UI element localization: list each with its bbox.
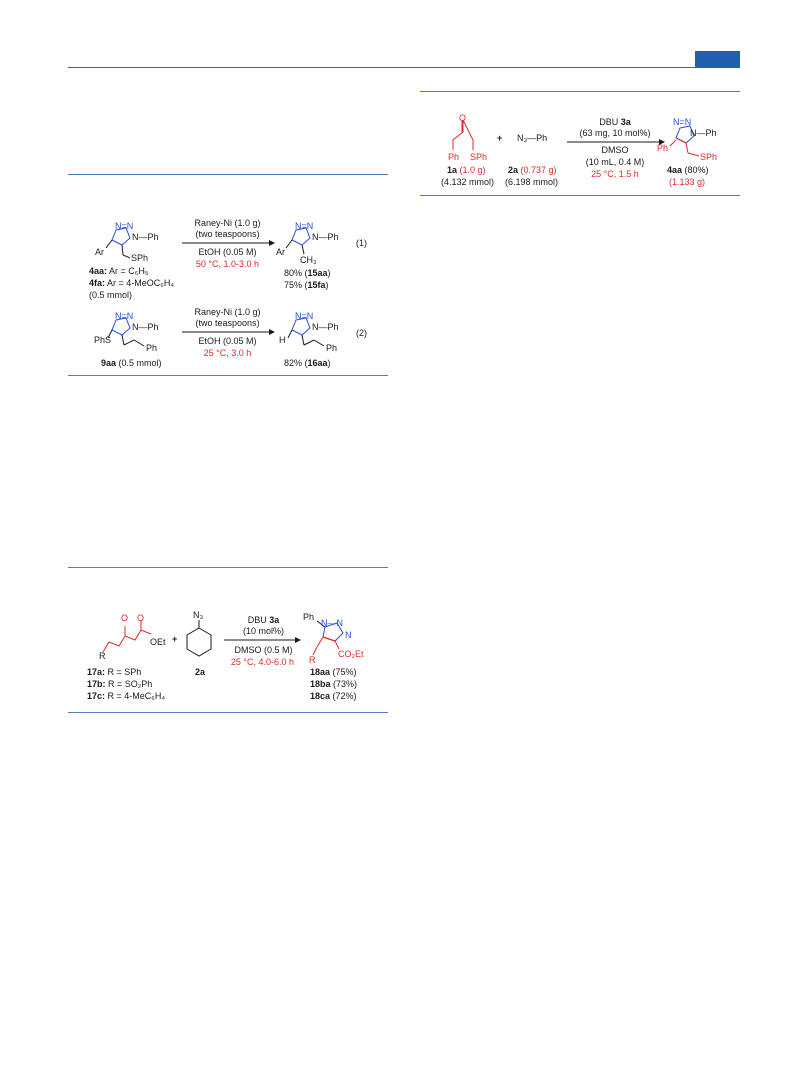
r2-above-2: (two teaspoons): [195, 318, 260, 328]
reaction-arrow: [567, 139, 665, 145]
r2-sm-n: N=N: [115, 311, 134, 321]
triazole-15-structure: [285, 227, 311, 255]
sm2-mmol: (6.198 mmol): [505, 177, 559, 187]
sm2-label: 2a (0.737 g): [508, 165, 557, 175]
cond-above-2: (63 mg, 10 mol%): [579, 128, 651, 138]
p-label-3: 18ca (72%): [310, 691, 357, 701]
prod-label: 4aa (80%): [667, 165, 709, 175]
r1-sm-nph: N—Ph: [132, 232, 159, 242]
cond-below-2: (10 mL, 0.4 M): [585, 157, 645, 167]
sm-r: R: [99, 651, 106, 661]
r2-above-1: Raney-Ni (1.0 g): [194, 307, 261, 317]
sm1-sph: SPh: [470, 152, 488, 162]
prod-ph: Ph: [657, 143, 669, 153]
triazole-4aa-structure: [669, 125, 700, 157]
plus-sign: +: [497, 133, 503, 143]
sm1-ph: Ph: [448, 152, 460, 162]
eq-2-number: (2): [356, 328, 367, 338]
triazole-18-structure: [312, 620, 344, 656]
p-label-2: 18ba (73%): [310, 679, 358, 689]
phenyl-azide-structure: [186, 620, 212, 657]
k-above-2: (10 mol%): [242, 626, 284, 636]
p-r: R: [309, 655, 316, 665]
r2-p-n: N=N: [295, 311, 314, 321]
r2-sm-nph: N—Ph: [132, 322, 159, 332]
azide-label: 2a: [195, 667, 206, 677]
cond-below-3: 25 °C, 1.5 h: [591, 169, 639, 179]
prod-nph: N—Ph: [690, 128, 717, 138]
r2-p-label: 82% (16aa): [284, 358, 331, 368]
r1-p-nph: N—Ph: [312, 232, 339, 242]
eq-1-number: (1): [356, 238, 367, 248]
sm1-mmol: (4.132 mmol): [441, 177, 495, 187]
r1-sm-ar: Ar: [95, 247, 104, 257]
azide-2a: N₃—Ph: [517, 133, 548, 143]
sm-oet: OEt: [150, 637, 166, 647]
sm-label-2: 17b: R = SO₂Ph: [87, 679, 153, 689]
ketoester-17-structure: [102, 620, 152, 653]
sm-label-1: 17a: R = SPh: [87, 667, 142, 677]
r1-below-1: EtOH (0.05 M): [198, 247, 257, 257]
r1-p-ch3: CH₃: [300, 255, 317, 265]
scheme-bottom-rule: [420, 195, 740, 196]
k-above-1: DBU 3a: [247, 615, 280, 625]
r2-arrow: [182, 329, 275, 335]
sm1-oxygen: O: [459, 113, 467, 123]
r1-above-2: (two teaspoons): [195, 229, 260, 239]
r2-p-h: H: [279, 335, 286, 345]
r1-sm-label-3: (0.5 mmol): [89, 290, 133, 300]
k-below-2: 25 °C, 4.0-6.0 h: [230, 657, 295, 667]
p-co2et: CO₂Et: [338, 649, 364, 659]
raney-bottom-rule: [68, 375, 388, 376]
triazole-16aa-structure: [287, 317, 325, 347]
r1-p-label-2: 75% (15fa): [284, 280, 329, 290]
r2-sm-ph: Ph: [146, 343, 158, 353]
r1-arrow: [182, 240, 275, 246]
r1-p-label-1: 80% (15aa): [284, 268, 331, 278]
r1-sm-label-2: 4fa: Ar = 4-MeOC₆H₄: [89, 278, 175, 288]
ketone-1a-structure: [452, 119, 474, 150]
k-arrow: [224, 637, 301, 643]
triazole-9aa-structure: [107, 317, 145, 347]
r2-p-nph: N—Ph: [312, 322, 339, 332]
r2-p-ph: Ph: [326, 343, 338, 353]
r1-above-1: Raney-Ni (1.0 g): [194, 218, 261, 228]
p-n: N—N: [321, 618, 343, 628]
scheme-top-rule: [420, 91, 740, 92]
sm1-label: 1a (1.0 g): [447, 165, 486, 175]
p-n2: N: [345, 630, 352, 640]
azide-n3: N₃: [193, 610, 204, 620]
k-below-1: DMSO (0.5 M): [234, 645, 293, 655]
r2-sm-phs: PhS: [94, 335, 112, 345]
prod-mass: (1.133 g): [669, 177, 706, 187]
header-accent-tab: [695, 51, 740, 67]
cond-below-1: DMSO: [601, 145, 629, 155]
r1-sm-sph: SPh: [131, 253, 149, 263]
plus-sign-2: +: [172, 634, 178, 644]
p-label-1: 18aa (75%): [310, 667, 357, 677]
cond-above-1: DBU 3a: [599, 117, 631, 127]
triazole-4aa-4fa-structure: [105, 227, 131, 259]
prod-n-top: N=N: [673, 117, 692, 127]
raney-top-rule: [68, 174, 388, 175]
r1-sm-label-1: 4aa: Ar = C₆H₅: [89, 266, 149, 276]
r1-p-ar: Ar: [276, 247, 285, 257]
r1-sm-n: N=N: [115, 221, 134, 231]
ketoester-top-rule: [68, 567, 388, 568]
header-rule: [68, 67, 740, 68]
r2-below-2: 25 °C, 3.0 h: [203, 348, 252, 358]
r1-below-2: 50 °C, 1.0-3.0 h: [195, 259, 260, 269]
p-ph: Ph: [303, 612, 315, 622]
r2-below-1: EtOH (0.05 M): [198, 336, 257, 346]
sm-o2: O: [137, 613, 145, 623]
sm-o1: O: [121, 613, 129, 623]
r2-sm-label: 9aa (0.5 mmol): [101, 358, 162, 368]
sm-label-3: 17c: R = 4-MeC₆H₄: [87, 691, 166, 701]
r1-p-n: N=N: [295, 221, 314, 231]
prod-sph: SPh: [700, 152, 718, 162]
ketoester-bottom-rule: [68, 712, 388, 713]
